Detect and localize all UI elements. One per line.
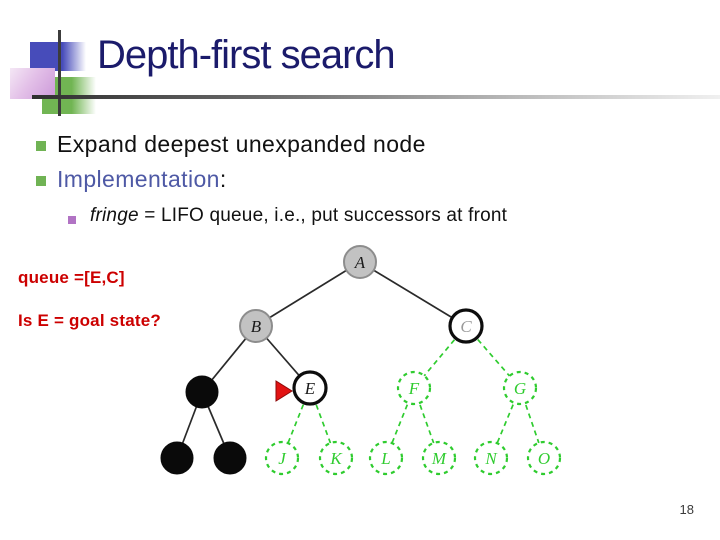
edge-A-B (255, 261, 361, 327)
edge-A-C (359, 261, 467, 327)
current-node-arrow-icon (275, 380, 293, 402)
tree-node-L (368, 440, 404, 476)
implementation-word: Implementation (57, 166, 220, 192)
tree-node-label-J: J (278, 449, 287, 468)
tree-node-M (421, 440, 457, 476)
tree-node-label-A: A (354, 253, 366, 272)
tree-node-label-F: F (408, 379, 420, 398)
page-number: 18 (679, 502, 694, 517)
fringe-word: fringe (90, 205, 139, 226)
tree-node-J (264, 440, 300, 476)
page-title: Depth-first search (97, 33, 396, 77)
tree-node-label-E: E (304, 379, 316, 398)
title-vertical-line (58, 30, 61, 116)
goal-state-annotation: Is E = goal state? (18, 311, 161, 330)
bullet-fringe-text: fringe = LIFO queue, i.e., put successor… (90, 205, 507, 227)
tree-node-C (448, 308, 484, 344)
tree-node-label-K: K (329, 449, 343, 468)
tree-node-I (213, 441, 247, 475)
tree-node-label-B: B (251, 317, 262, 336)
tree-node-label-C: C (460, 317, 472, 336)
tree-node-label-N: N (484, 449, 498, 468)
queue-annotation: queue =[E,C] (18, 268, 125, 287)
tree-node-A (343, 245, 377, 279)
tree-node-E (292, 370, 328, 406)
tree-node-O (526, 440, 562, 476)
tree-node-G (502, 370, 538, 406)
fringe-rest: = LIFO queue, i.e., put successors at fr… (138, 205, 508, 226)
tree-node-label-L: L (380, 449, 390, 468)
tree-node-D (185, 375, 219, 409)
bullet-square-icon (36, 141, 46, 151)
sub-bullet-square-icon (68, 216, 76, 224)
bullet-implementation-text: Implementation: (57, 166, 227, 193)
decor-pink-square (10, 68, 55, 99)
tree-node-B (239, 309, 273, 343)
tree-node-label-M: M (431, 449, 447, 468)
tree-node-H (160, 441, 194, 475)
title-underline (32, 95, 720, 99)
tree-node-label-G: G (514, 379, 526, 398)
tree-node-K (318, 440, 354, 476)
bullet-square-icon (36, 176, 46, 186)
tree-node-label-O: O (538, 449, 550, 468)
tree-node-F (396, 370, 432, 406)
bullet-expand-text: Expand deepest unexpanded node (57, 131, 426, 157)
implementation-colon: : (219, 166, 227, 192)
tree-node-N (473, 440, 509, 476)
